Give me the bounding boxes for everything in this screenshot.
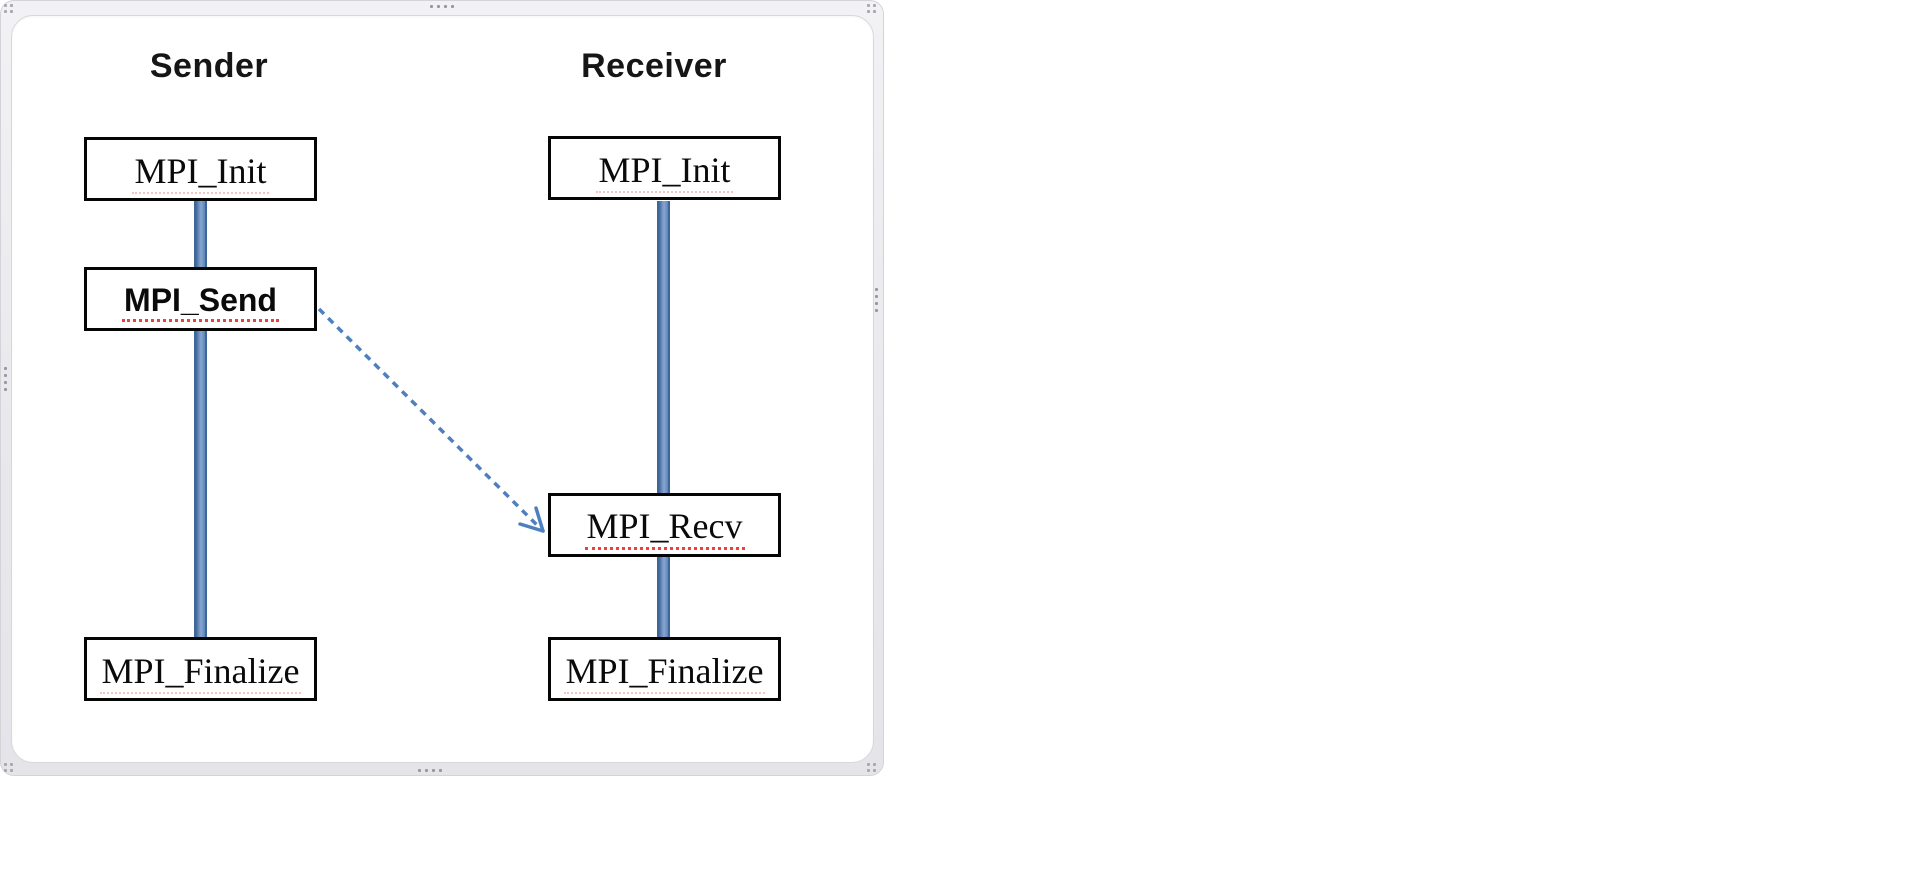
canvas-corner-handle-top-right[interactable] <box>867 4 876 13</box>
canvas-resize-handle-top[interactable] <box>430 5 454 8</box>
box-label-mpi-recv: MPI_Recv <box>584 500 745 550</box>
box-mpi-finalize-sender[interactable]: MPI_Finalize <box>84 637 317 701</box>
drawing-canvas[interactable]: Sender Receiver MPI_Init MPI_Send MPI_Fi… <box>0 0 884 776</box>
box-mpi-init-receiver[interactable]: MPI_Init <box>548 136 781 200</box>
sender-lifeline-segment-top[interactable] <box>194 201 207 269</box>
box-mpi-send[interactable]: MPI_Send <box>84 267 317 331</box>
receiver-column-heading[interactable]: Receiver <box>581 47 727 85</box>
canvas-resize-handle-bottom[interactable] <box>418 769 442 772</box>
canvas-corner-handle-top-left[interactable] <box>4 4 13 13</box>
box-mpi-init-sender[interactable]: MPI_Init <box>84 137 317 201</box>
canvas-corner-handle-bottom-left[interactable] <box>4 763 13 772</box>
arrowhead-barb <box>534 506 545 533</box>
box-mpi-recv[interactable]: MPI_Recv <box>548 493 781 557</box>
arrowhead-barb <box>518 522 545 533</box>
box-label-mpi-init-sender: MPI_Init <box>132 145 269 194</box>
canvas-corner-handle-bottom-right[interactable] <box>867 763 876 772</box>
box-label-mpi-send: MPI_Send <box>122 276 279 322</box>
canvas-resize-handle-left[interactable] <box>4 367 7 391</box>
receiver-lifeline-segment-top[interactable] <box>657 201 670 494</box>
sender-lifeline-segment-bottom[interactable] <box>194 331 207 639</box>
sender-column-heading[interactable]: Sender <box>149 47 269 85</box>
box-label-mpi-init-receiver: MPI_Init <box>596 144 733 193</box>
receiver-lifeline-segment-bottom[interactable] <box>657 555 670 639</box>
box-label-mpi-finalize-sender: MPI_Finalize <box>99 645 302 694</box>
box-label-mpi-finalize-receiver: MPI_Finalize <box>563 645 766 694</box>
box-mpi-finalize-receiver[interactable]: MPI_Finalize <box>548 637 781 701</box>
message-arrow-send-to-recv[interactable] <box>301 291 571 561</box>
canvas-resize-handle-right[interactable] <box>875 288 878 312</box>
